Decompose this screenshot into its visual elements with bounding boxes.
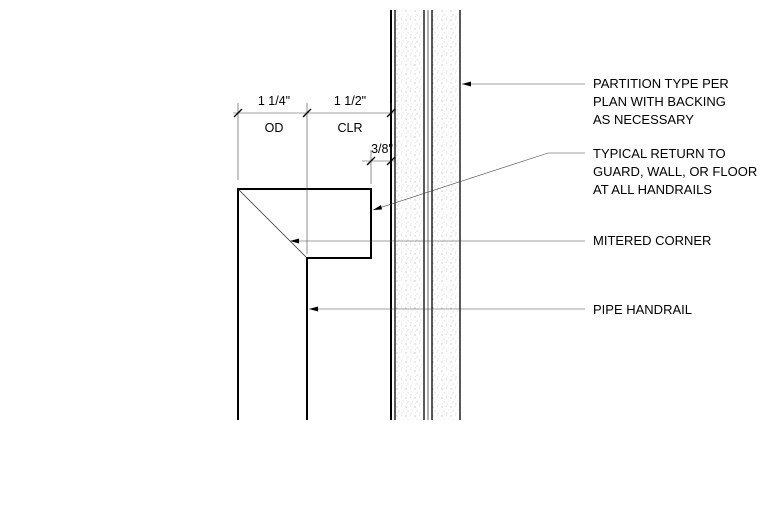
tick-mark <box>302 108 312 118</box>
tick-mark <box>386 156 396 166</box>
tick-mark <box>366 156 376 166</box>
partition-note-line-2: PLAN WITH BACKING <box>593 94 726 109</box>
return-note-line-3: AT ALL HANDRAILS <box>593 182 712 197</box>
partition-note-line-3: AS NECESSARY <box>593 112 694 127</box>
handrail-outline <box>237 188 372 420</box>
return-note-line-1: TYPICAL RETURN TO <box>593 146 726 161</box>
clr-dimension-value: 1 1/2" <box>334 94 366 108</box>
tick-mark <box>233 108 243 118</box>
tick-mark <box>386 108 396 118</box>
od-dimension-label: OD <box>265 121 284 135</box>
leaders <box>290 81 585 312</box>
gypsum-board-right <box>432 10 460 420</box>
handrail-note: PIPE HANDRAIL <box>593 302 692 317</box>
od-dimension-value: 1 1/4" <box>258 94 290 108</box>
return-note-line-2: GUARD, WALL, OR FLOOR <box>593 164 757 179</box>
partition-note-line-1: PARTITION TYPE PER <box>593 76 729 91</box>
mitered-note: MITERED CORNER <box>593 233 711 248</box>
miter-line <box>237 188 308 259</box>
handrail-arrow <box>309 306 318 312</box>
gap-dimension-value: 3/8" <box>371 142 393 156</box>
callout-notes: PARTITION TYPE PER PLAN WITH BACKING AS … <box>593 76 757 317</box>
dimension-strings: 1 1/4" OD 1 1/2" CLR 3/8" <box>233 94 396 254</box>
mitered-arrow <box>290 238 299 244</box>
partition-arrow <box>462 81 471 87</box>
gypsum-board-left <box>395 10 424 420</box>
return-leader <box>372 152 585 211</box>
partition-wall <box>390 10 461 420</box>
clr-dimension-label: CLR <box>337 121 362 135</box>
return-arrow <box>373 205 382 210</box>
handrail-section <box>237 188 372 420</box>
